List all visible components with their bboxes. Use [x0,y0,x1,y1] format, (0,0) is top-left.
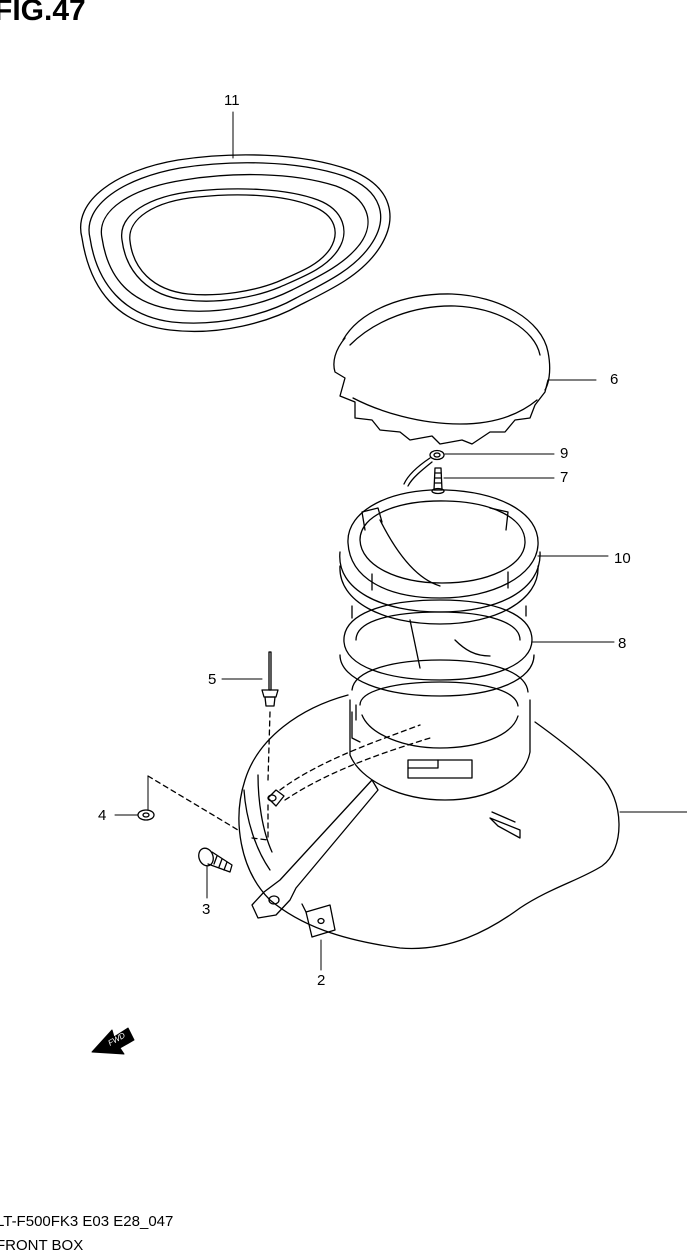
part-8-ring-drawing [339,599,535,697]
callout-4: 4 [98,807,107,824]
part-11-seal-drawing [80,154,391,333]
model-code: LT-F500FK3 E03 E28_047 [0,1213,174,1230]
callout-8: 8 [618,635,627,652]
callout-2: 2 [317,972,326,989]
part-5-rivet-drawing [261,651,279,707]
part-3-screw-drawing [198,847,233,873]
callout-9: 9 [560,445,569,462]
fwd-arrow-icon: FWD [91,1027,135,1055]
leader-lines [114,111,687,971]
hidden-lines [147,711,431,841]
section-name: FRONT BOX [0,1237,84,1254]
callout-3: 3 [202,901,211,918]
part-4-washer-drawing [137,809,155,821]
callout-7: 7 [560,469,569,486]
callout-10: 10 [614,550,631,567]
callout-6: 6 [610,371,619,388]
figure-title: FIG.47 [0,0,86,27]
bracket-drawing [251,779,379,919]
part-7-pin-drawing [431,467,445,495]
part-9-clip-drawing [403,449,445,487]
callout-5: 5 [208,671,217,688]
part-10-band-drawing [339,489,541,625]
callout-11: 11 [224,92,240,109]
part-6-cap-drawing [333,293,551,445]
part-2-clip-drawing [301,903,336,938]
box-body-drawing [238,659,620,950]
